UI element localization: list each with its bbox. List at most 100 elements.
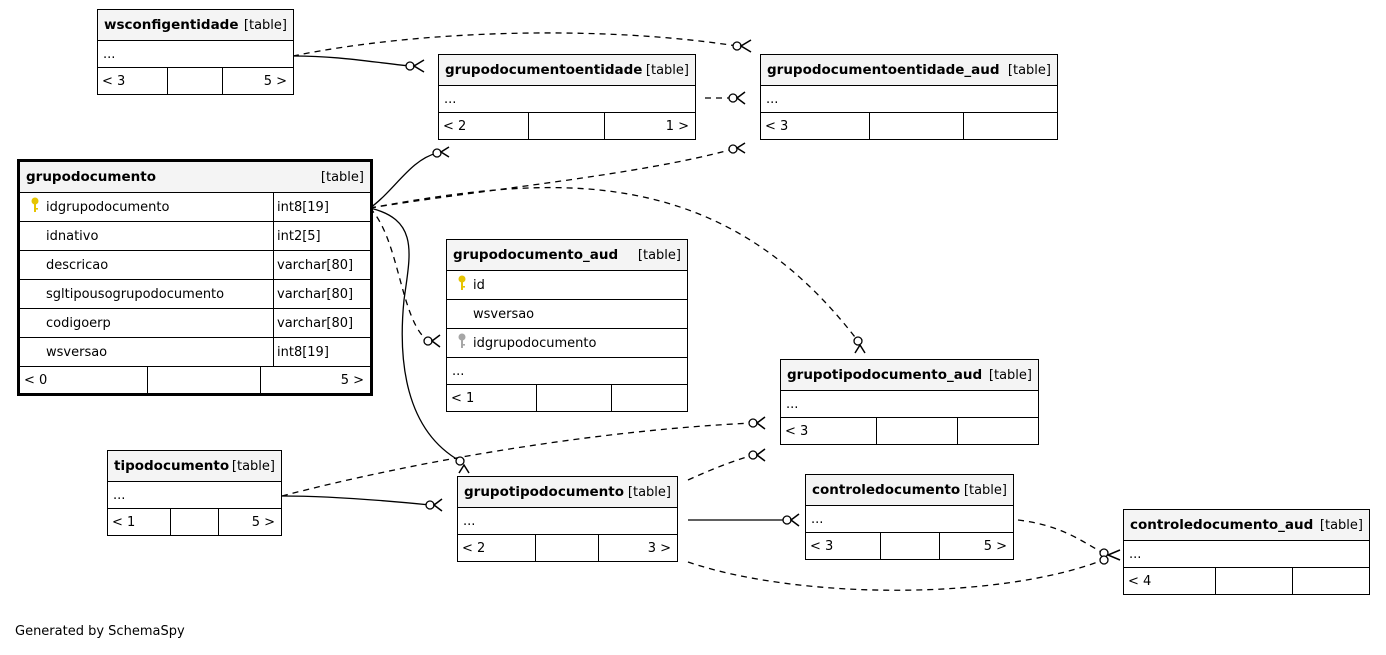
parents-count: < 1 <box>451 390 475 406</box>
table-footer: < 3 5 > <box>806 533 1013 559</box>
table-header: grupotipodocumento [table] <box>458 477 677 508</box>
column-row[interactable]: id <box>447 271 687 300</box>
table-controledocumento[interactable]: controledocumento [table] ... < 3 5 > <box>805 474 1014 560</box>
table-name[interactable]: grupotipodocumento_aud <box>787 367 983 383</box>
column-type: varchar[80] <box>273 309 370 337</box>
column-type: int2[5] <box>273 222 370 250</box>
table-grupodocumento[interactable]: grupodocumento [table] idgrupodocumento … <box>17 159 373 396</box>
columns-ellipsis: ... <box>761 86 1057 113</box>
columns-ellipsis: ... <box>781 391 1038 418</box>
table-kind: [table] <box>231 458 275 474</box>
column-name: id <box>473 277 485 293</box>
table-name[interactable]: controledocumento <box>812 482 961 498</box>
table-header: tipodocumento [table] <box>108 451 281 482</box>
columns-ellipsis: ... <box>806 506 1013 533</box>
edge-grupodocumento-grupodocumento-aud <box>369 207 429 342</box>
footer-spacer <box>170 509 219 535</box>
table-header: grupodocumentoentidade_aud [table] <box>761 55 1057 86</box>
edge-wsconfigentidade-grupodocumentoentidade-aud <box>292 32 738 57</box>
parents-count: < 2 <box>462 540 486 556</box>
edge-grupotipodocumento-grupotipodocumento-aud <box>687 454 754 481</box>
table-name[interactable]: grupodocumento <box>26 169 156 185</box>
table-kind: [table] <box>637 247 681 263</box>
table-name[interactable]: grupodocumentoentidade_aud <box>767 62 1000 78</box>
column-name: idgrupodocumento <box>473 335 597 351</box>
column-row[interactable]: wsversao <box>447 300 687 329</box>
table-footer: < 2 1 > <box>439 113 695 139</box>
table-header: controledocumento_aud [table] <box>1124 510 1369 541</box>
table-header: controledocumento [table] <box>806 475 1013 506</box>
edge-wsconfigentidade-grupodocumentoentidade <box>292 55 411 67</box>
column-row[interactable]: descricao varchar[80] <box>20 251 370 280</box>
children-count <box>964 113 1057 139</box>
table-grupotipodocumento[interactable]: grupotipodocumento [table] ... < 2 3 > <box>457 476 678 562</box>
footer-spacer <box>1215 568 1293 594</box>
table-kind: [table] <box>627 484 671 500</box>
column-name: idnativo <box>46 228 99 244</box>
footer-spacer <box>869 113 964 139</box>
parents-count: < 3 <box>810 538 834 554</box>
table-name[interactable]: tipodocumento <box>114 458 230 474</box>
column-row[interactable]: wsversao int8[19] <box>20 338 370 367</box>
primary-key-icon <box>451 275 473 295</box>
table-name[interactable]: grupotipodocumento <box>464 484 625 500</box>
table-footer: < 1 5 > <box>108 509 281 535</box>
column-name: wsversao <box>473 306 535 322</box>
table-footer: < 0 5 > <box>20 367 370 393</box>
edge-grupodocumento-grupotipodocumento-aud <box>369 187 859 342</box>
edge-controledocumento-controledocumento-aud <box>1017 519 1104 554</box>
table-grupodocumento-aud[interactable]: grupodocumento_aud [table] id wsversao i… <box>446 239 688 412</box>
table-kind: [table] <box>963 482 1007 498</box>
table-footer: < 3 <box>781 418 1038 444</box>
table-footer: < 4 <box>1124 568 1369 594</box>
edge-grupodocumento-grupodocumentoentidade <box>369 152 438 209</box>
footer-spacer <box>147 367 261 393</box>
table-name[interactable]: wsconfigentidade <box>104 17 239 33</box>
table-kind: [table] <box>243 17 287 33</box>
table-name[interactable]: grupodocumento_aud <box>453 247 619 263</box>
table-header: grupodocumento_aud [table] <box>447 240 687 271</box>
columns-ellipsis: ... <box>458 508 677 535</box>
columns-ellipsis: ... <box>1124 541 1369 568</box>
table-name[interactable]: controledocumento_aud <box>1130 517 1314 533</box>
table-tipodocumento[interactable]: tipodocumento [table] ... < 1 5 > <box>107 450 282 536</box>
table-controledocumento-aud[interactable]: controledocumento_aud [table] ... < 4 <box>1123 509 1370 595</box>
table-kind: [table] <box>320 169 364 185</box>
edge-tipodocumento-grupotipodocumento-aud <box>281 422 754 497</box>
edge-tipodocumento-grupotipodocumento <box>281 495 431 506</box>
column-name: descricao <box>46 257 109 273</box>
column-row[interactable]: idnativo int2[5] <box>20 222 370 251</box>
table-grupodocumentoentidade-aud[interactable]: grupodocumentoentidade_aud [table] ... <… <box>760 54 1058 140</box>
column-name: codigoerp <box>46 315 111 331</box>
children-count: 1 > <box>665 118 689 134</box>
table-footer: < 2 3 > <box>458 535 677 561</box>
column-name: sgltipousogrupodocumento <box>46 286 225 302</box>
children-count: 5 > <box>263 73 287 89</box>
table-kind: [table] <box>1007 62 1051 78</box>
primary-key-icon <box>24 197 46 217</box>
table-kind: [table] <box>988 367 1032 383</box>
footer-spacer <box>876 418 958 444</box>
generated-by-text: Generated by SchemaSpy <box>15 624 185 639</box>
parents-count: < 1 <box>112 514 136 530</box>
column-row[interactable]: idgrupodocumento int8[19] <box>20 193 370 222</box>
footer-spacer <box>535 535 599 561</box>
table-header: wsconfigentidade [table] <box>98 10 293 41</box>
children-count: 5 > <box>251 514 275 530</box>
foreign-key-icon <box>451 333 473 353</box>
column-type: int8[19] <box>273 338 370 366</box>
column-name: idgrupodocumento <box>46 199 170 215</box>
table-wsconfigentidade[interactable]: wsconfigentidade [table] ... < 3 5 > <box>97 9 294 95</box>
edge-grupotipodocumento-controledocumento-aud <box>687 559 1104 591</box>
table-grupotipodocumento-aud[interactable]: grupotipodocumento_aud [table] ... < 3 <box>780 359 1039 445</box>
column-row[interactable]: sgltipousogrupodocumento varchar[80] <box>20 280 370 309</box>
table-grupodocumentoentidade[interactable]: grupodocumentoentidade [table] ... < 2 1… <box>438 54 696 140</box>
table-name[interactable]: grupodocumentoentidade <box>445 62 643 78</box>
footer-spacer <box>167 68 223 94</box>
table-footer: < 3 5 > <box>98 68 293 94</box>
column-row[interactable]: idgrupodocumento <box>447 329 687 358</box>
column-type: int8[19] <box>273 193 370 221</box>
children-count: 5 > <box>340 372 364 388</box>
table-kind: [table] <box>1319 517 1363 533</box>
column-row[interactable]: codigoerp varchar[80] <box>20 309 370 338</box>
